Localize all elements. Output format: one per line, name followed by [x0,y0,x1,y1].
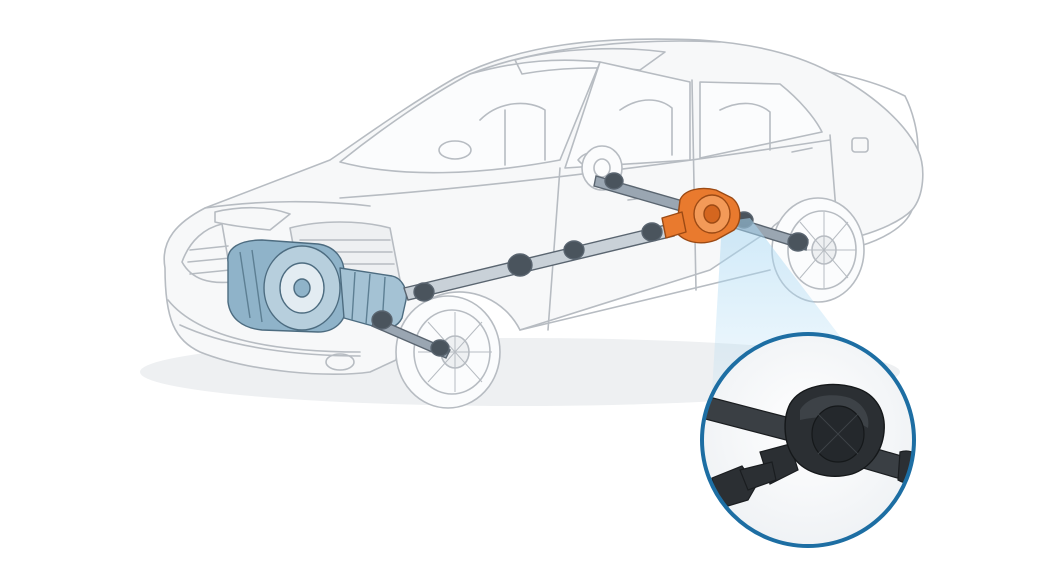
u-joint-rear [641,222,663,242]
rear-window [699,81,823,159]
u-joint-front [413,282,435,302]
headlight [214,206,291,231]
drive-shaft [403,222,675,302]
differential-detail-inset [700,332,916,548]
inset-ring [700,332,916,548]
u-joint-mid [563,240,585,260]
sunroof [514,47,666,75]
rear-wheel [771,197,865,303]
rear-differential [661,187,741,244]
front-half-shaft [371,310,451,359]
front-grille [181,223,233,284]
windshield [339,59,601,174]
center-bearing [507,253,533,277]
